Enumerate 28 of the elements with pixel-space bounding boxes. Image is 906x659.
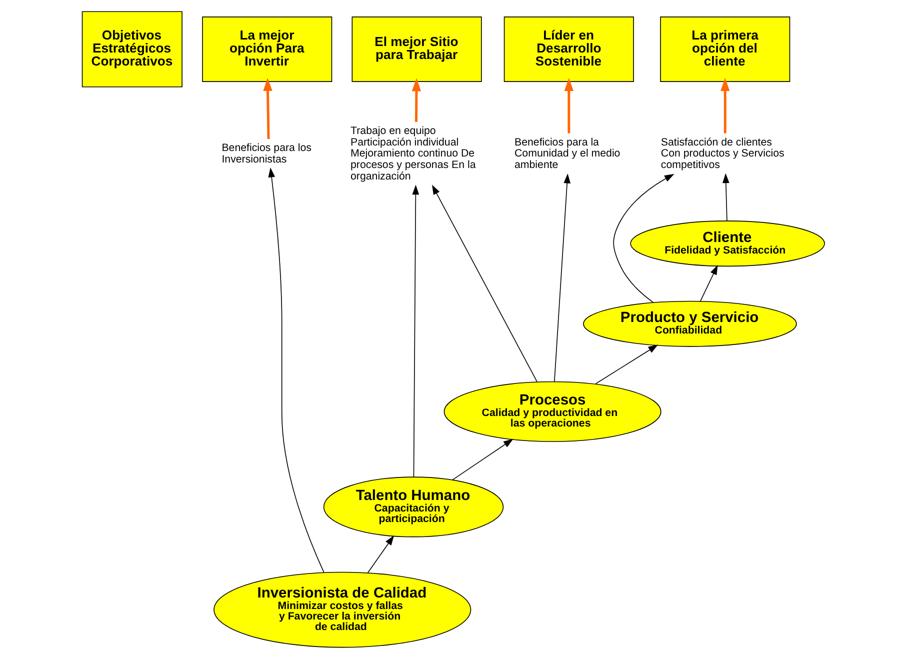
arrow [564,78,573,134]
node-ellipse: Cliente Fidelidad y Satisfacción [630,220,824,267]
node-ellipse: Procesos Calidad y productividad en las operaciones [443,381,661,442]
arrow [722,173,729,222]
arrow [699,264,718,302]
node-box: La mejor opción Para Invertir [202,16,332,82]
node-box: La primera opción del cliente [660,16,790,82]
arrow [452,438,513,480]
node-box: El mejor Sitio para Trabajar [351,16,482,82]
node-text: Satisfacción de clientes Con productos y Servicios competitivos [660,136,784,172]
arrow [412,184,419,478]
node-ellipse: Inversionista de Calidad Minimizar costos y fallas y Favorecer la inversión de calidad [213,572,471,648]
arrow [431,184,537,382]
arrow [720,78,730,134]
arrow [366,535,394,574]
arrow [612,174,674,303]
arrow [411,78,421,122]
node-text: Trabajo en equipo Participación individual Mejoramiento continuo De procesos y personas En la organización [350,124,476,183]
node-text: Beneficios para la Comunidad y el medio ambiente [514,136,620,172]
arrow [262,78,272,140]
node-box: Objetivos Estratégicos Corporativos [81,11,182,88]
arrow [268,167,324,573]
node-text: Beneficios para los Inversionistas [221,142,311,166]
arrow [554,173,570,382]
node-box: Líder en Desarrollo Sostenible [503,16,634,82]
node-ellipse: Producto y Servicio Confiabilidad [582,300,796,347]
arrow [594,344,658,384]
node-ellipse: Talento Humano Capacitación y participación [322,476,504,538]
